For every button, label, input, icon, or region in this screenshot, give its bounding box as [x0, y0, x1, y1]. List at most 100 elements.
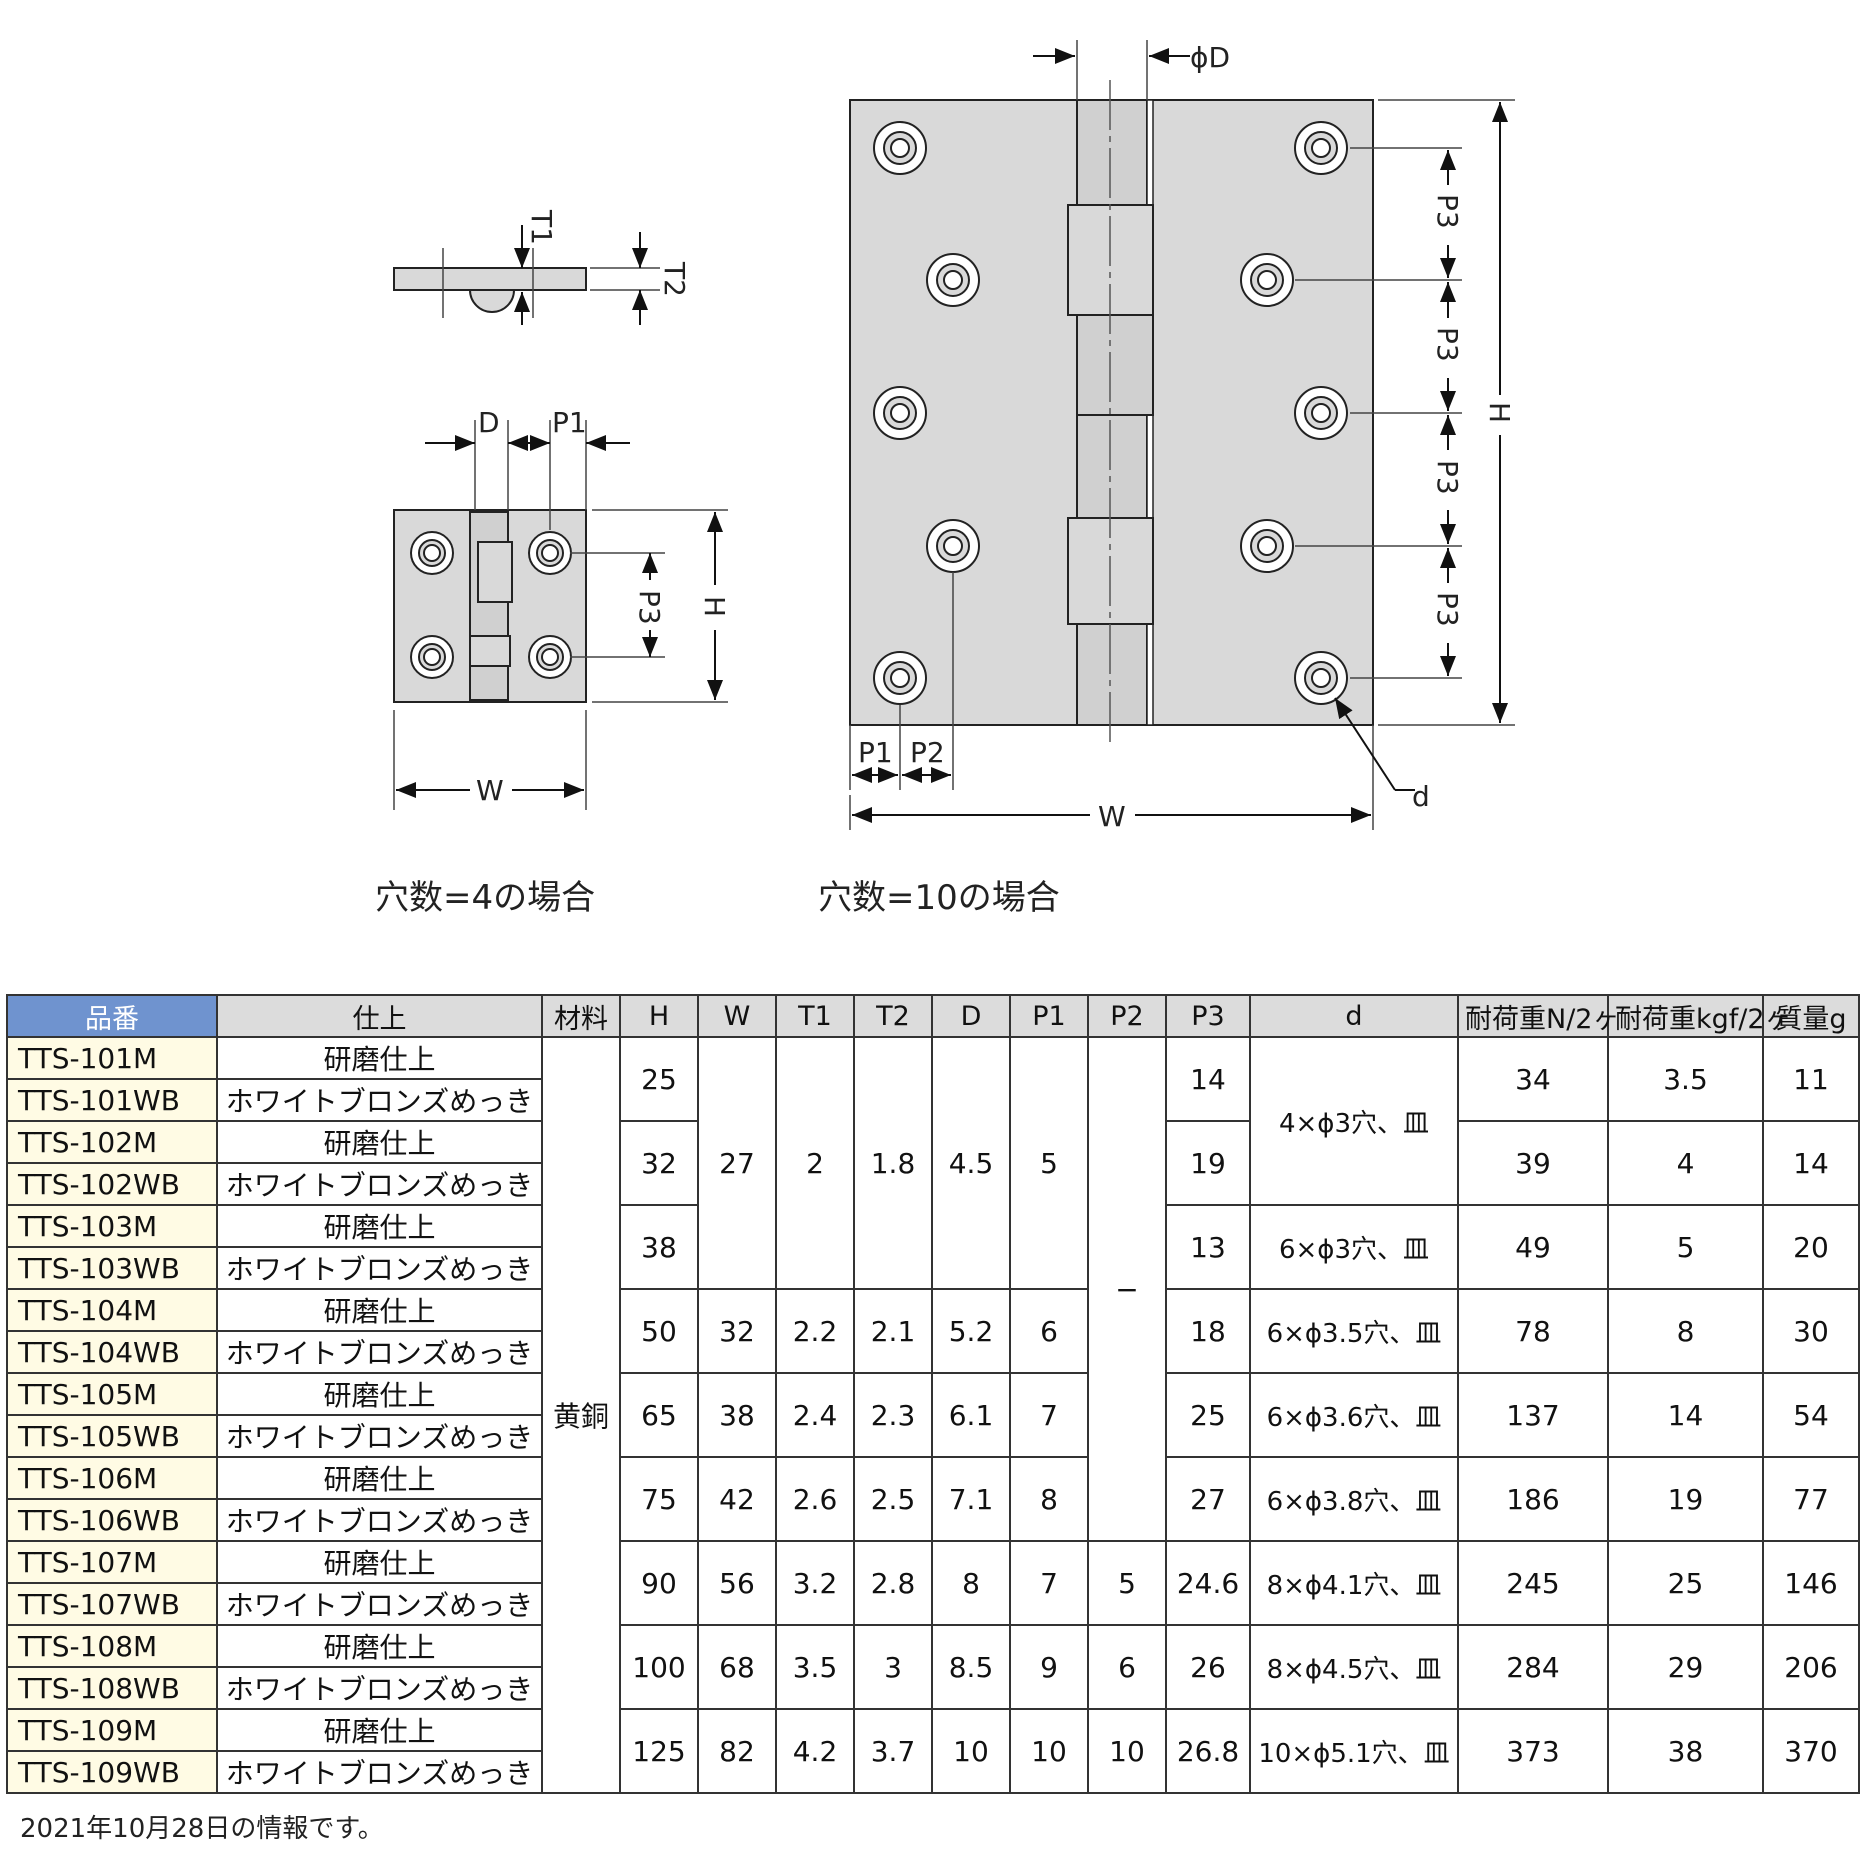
part-number: TTS-107M: [6, 1540, 218, 1584]
table-row: TTS-104M 研磨仕上 50 32 2.2 2.1 5.2 6 18 6×ϕ…: [6, 1288, 1860, 1374]
part-number: TTS-102M: [6, 1120, 218, 1164]
table-row: TTS-107WB ホワイトブロンズめっき: [6, 1582, 1859, 1626]
part-number: TTS-108WB: [6, 1666, 218, 1710]
t2-label: T2: [658, 261, 691, 297]
mass-cell: 30: [1762, 1288, 1860, 1374]
large-p2-label: P2: [910, 736, 945, 769]
p2-cell: 6: [1087, 1624, 1167, 1710]
table-row: TTS-105M 研磨仕上 65 38 2.4 2.3 6.1 7 25 6×ϕ…: [6, 1372, 1860, 1458]
d-cell: 8.5: [931, 1624, 1011, 1710]
material-cell: 黄銅: [541, 1036, 621, 1794]
header-p3: P3: [1165, 994, 1251, 1038]
header-finish: 仕上: [216, 994, 543, 1038]
table-row: TTS-108M 研磨仕上 100 68 3.5 3 8.5 9 6 26 8×…: [6, 1624, 1860, 1710]
p3-cell: 26.8: [1165, 1708, 1251, 1794]
finish: ホワイトブロンズめっき: [216, 1330, 543, 1374]
part-number: TTS-108M: [6, 1624, 218, 1668]
table-row: TTS-109M 研磨仕上 125 82 4.2 3.7 10 10 10 26…: [6, 1708, 1860, 1794]
p1-cell: 10: [1009, 1708, 1089, 1794]
small-h-label: H: [698, 596, 731, 617]
part-number: TTS-105M: [6, 1372, 218, 1416]
p1-cell: 7: [1009, 1540, 1089, 1626]
table-row: TTS-103M 研磨仕上 38 13 6×ϕ3穴、皿 49 5 20: [6, 1204, 1860, 1290]
finish: 研磨仕上: [216, 1036, 543, 1080]
p3-cell: 14: [1165, 1036, 1251, 1122]
small-d-label: D: [478, 406, 500, 439]
load-n-cell: 49: [1457, 1204, 1609, 1290]
p2-cell: −: [1087, 1036, 1167, 1542]
h-cell: 100: [619, 1624, 699, 1710]
hole-cell: 10×ϕ5.1穴、皿: [1249, 1708, 1459, 1794]
mass-cell: 20: [1762, 1204, 1860, 1290]
t2-cell: 2.5: [853, 1456, 933, 1542]
mass-cell: 77: [1762, 1456, 1860, 1542]
hole-cell: 6×ϕ3.8穴、皿: [1249, 1456, 1459, 1542]
p1-cell: 6: [1009, 1288, 1089, 1374]
large-p3-label-1: P3: [1431, 194, 1464, 229]
table-row: TTS-108WB ホワイトブロンズめっき: [6, 1666, 1859, 1710]
h-cell: 38: [619, 1204, 699, 1290]
large-hole-label: d: [1412, 780, 1430, 813]
t2-cell: 2.3: [853, 1372, 933, 1458]
finish: 研磨仕上: [216, 1624, 543, 1668]
d-cell: 10: [931, 1708, 1011, 1794]
table-row: TTS-107M 研磨仕上 90 56 3.2 2.8 8 7 5 24.6 8…: [6, 1540, 1860, 1626]
large-p3-label-2: P3: [1431, 327, 1464, 362]
t1-cell: 3.2: [775, 1540, 855, 1626]
p3-cell: 25: [1165, 1372, 1251, 1458]
d-cell: 4.5: [931, 1036, 1011, 1290]
finish: ホワイトブロンズめっき: [216, 1162, 543, 1206]
small-hinge-view: D P1 P3 H W: [393, 406, 731, 810]
h-cell: 65: [619, 1372, 699, 1458]
w-cell: 56: [697, 1540, 777, 1626]
h-cell: 90: [619, 1540, 699, 1626]
w-cell: 82: [697, 1708, 777, 1794]
mass-cell: 206: [1762, 1624, 1860, 1710]
load-kgf-cell: 25: [1607, 1540, 1764, 1626]
header-w: W: [697, 994, 777, 1038]
mass-cell: 14: [1762, 1120, 1860, 1206]
load-n-cell: 137: [1457, 1372, 1609, 1458]
large-h-label: H: [1483, 402, 1516, 423]
t1-cell: 3.5: [775, 1624, 855, 1710]
finish: ホワイトブロンズめっき: [216, 1246, 543, 1290]
finish: 研磨仕上: [216, 1540, 543, 1584]
d-cell: 5.2: [931, 1288, 1011, 1374]
large-p1-label: P1: [858, 736, 893, 769]
t2-cell: 2.8: [853, 1540, 933, 1626]
mass-cell: 370: [1762, 1708, 1860, 1794]
finish: 研磨仕上: [216, 1456, 543, 1500]
finish: ホワイトブロンズめっき: [216, 1414, 543, 1458]
header-d: D: [931, 994, 1011, 1038]
d-cell: 7.1: [931, 1456, 1011, 1542]
finish: ホワイトブロンズめっき: [216, 1750, 543, 1794]
p3-cell: 18: [1165, 1288, 1251, 1374]
load-kgf-cell: 4: [1607, 1120, 1764, 1206]
mass-cell: 146: [1762, 1540, 1860, 1626]
spec-table: 品番 仕上 材料 H W T1 T2 D P1 P2 P3 d 耐荷重N/2ヶ …: [6, 994, 1860, 1794]
t2-cell: 1.8: [853, 1036, 933, 1290]
w-cell: 32: [697, 1288, 777, 1374]
finish: ホワイトブロンズめっき: [216, 1582, 543, 1626]
p3-cell: 27: [1165, 1456, 1251, 1542]
part-number: TTS-101M: [6, 1036, 218, 1080]
large-p3-label-4: P3: [1431, 592, 1464, 627]
load-n-cell: 78: [1457, 1288, 1609, 1374]
p1-cell: 8: [1009, 1456, 1089, 1542]
p1-cell: 7: [1009, 1372, 1089, 1458]
load-n-cell: 284: [1457, 1624, 1609, 1710]
p3-cell: 26: [1165, 1624, 1251, 1710]
part-number: TTS-106M: [6, 1456, 218, 1500]
part-number: TTS-106WB: [6, 1498, 218, 1542]
table-row: TTS-104WB ホワイトブロンズめっき: [6, 1330, 1859, 1374]
part-number: TTS-101WB: [6, 1078, 218, 1122]
hole-cell: 6×ϕ3.6穴、皿: [1249, 1372, 1459, 1458]
small-w-label: W: [476, 774, 504, 807]
load-kgf-cell: 14: [1607, 1372, 1764, 1458]
hinge-side-view: T1 T2: [393, 209, 691, 325]
w-cell: 42: [697, 1456, 777, 1542]
part-number: TTS-103WB: [6, 1246, 218, 1290]
h-cell: 32: [619, 1120, 699, 1206]
p3-cell: 24.6: [1165, 1540, 1251, 1626]
h-cell: 25: [619, 1036, 699, 1122]
